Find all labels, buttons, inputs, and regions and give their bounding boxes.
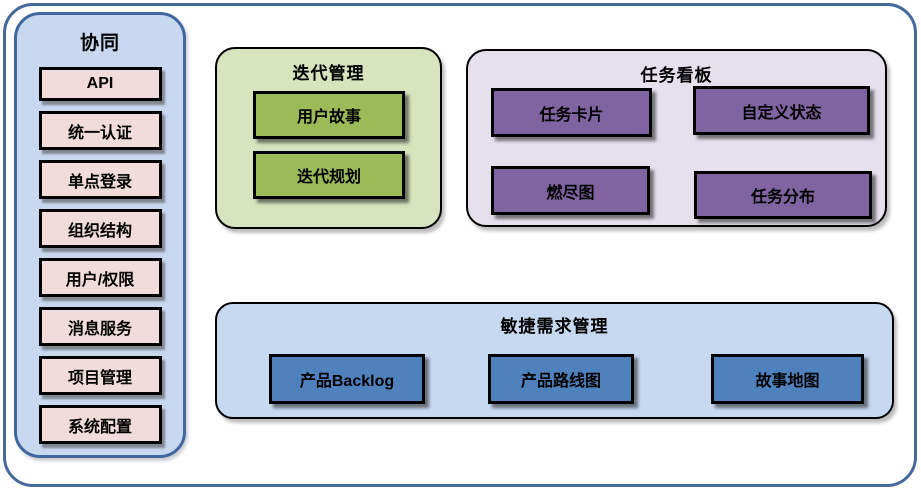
kanban-item-burndown-chart: 燃尽图 — [491, 166, 650, 215]
kanban-panel-title: 任务看板 — [640, 66, 713, 85]
collab-item-project-mgmt: 项目管理 — [38, 356, 162, 395]
collab-panel: 协同 API 统一认证 单点登录 组织结构 用户/权限 消息服务 项目管理 系统… — [14, 12, 186, 458]
collab-item-unified-auth: 统一认证 — [38, 111, 162, 150]
collab-item-org-structure: 组织结构 — [38, 209, 162, 248]
collab-item-api: API — [38, 67, 162, 101]
collab-item-user-permissions: 用户/权限 — [38, 258, 162, 297]
kanban-item-task-distribution: 任务分布 — [694, 171, 872, 219]
iteration-panel-title: 迭代管理 — [292, 64, 365, 83]
kanban-panel: 任务看板 任务卡片 自定义状态 燃尽图 任务分布 — [466, 49, 887, 227]
collab-item-list: API 统一认证 单点登录 组织结构 用户/权限 消息服务 项目管理 系统配置 — [17, 67, 183, 444]
iteration-panel: 迭代管理 用户故事 迭代规划 — [215, 47, 442, 229]
agile-panel-title: 敏捷需求管理 — [500, 317, 609, 336]
agile-item-product-roadmap: 产品路线图 — [488, 354, 634, 404]
iteration-item-user-story: 用户故事 — [253, 91, 405, 139]
agile-panel: 敏捷需求管理 产品Backlog 产品路线图 故事地图 — [215, 302, 894, 419]
kanban-item-custom-status: 自定义状态 — [693, 86, 870, 135]
iteration-item-iteration-planning: 迭代规划 — [253, 151, 405, 199]
agile-item-product-backlog: 产品Backlog — [269, 354, 425, 404]
collab-item-system-config: 系统配置 — [38, 405, 162, 444]
collab-panel-title: 协同 — [79, 33, 120, 54]
kanban-item-task-card: 任务卡片 — [491, 88, 652, 137]
collab-item-sso: 单点登录 — [38, 160, 162, 199]
collab-item-message-service: 消息服务 — [38, 307, 162, 346]
agile-item-story-map: 故事地图 — [711, 354, 864, 404]
